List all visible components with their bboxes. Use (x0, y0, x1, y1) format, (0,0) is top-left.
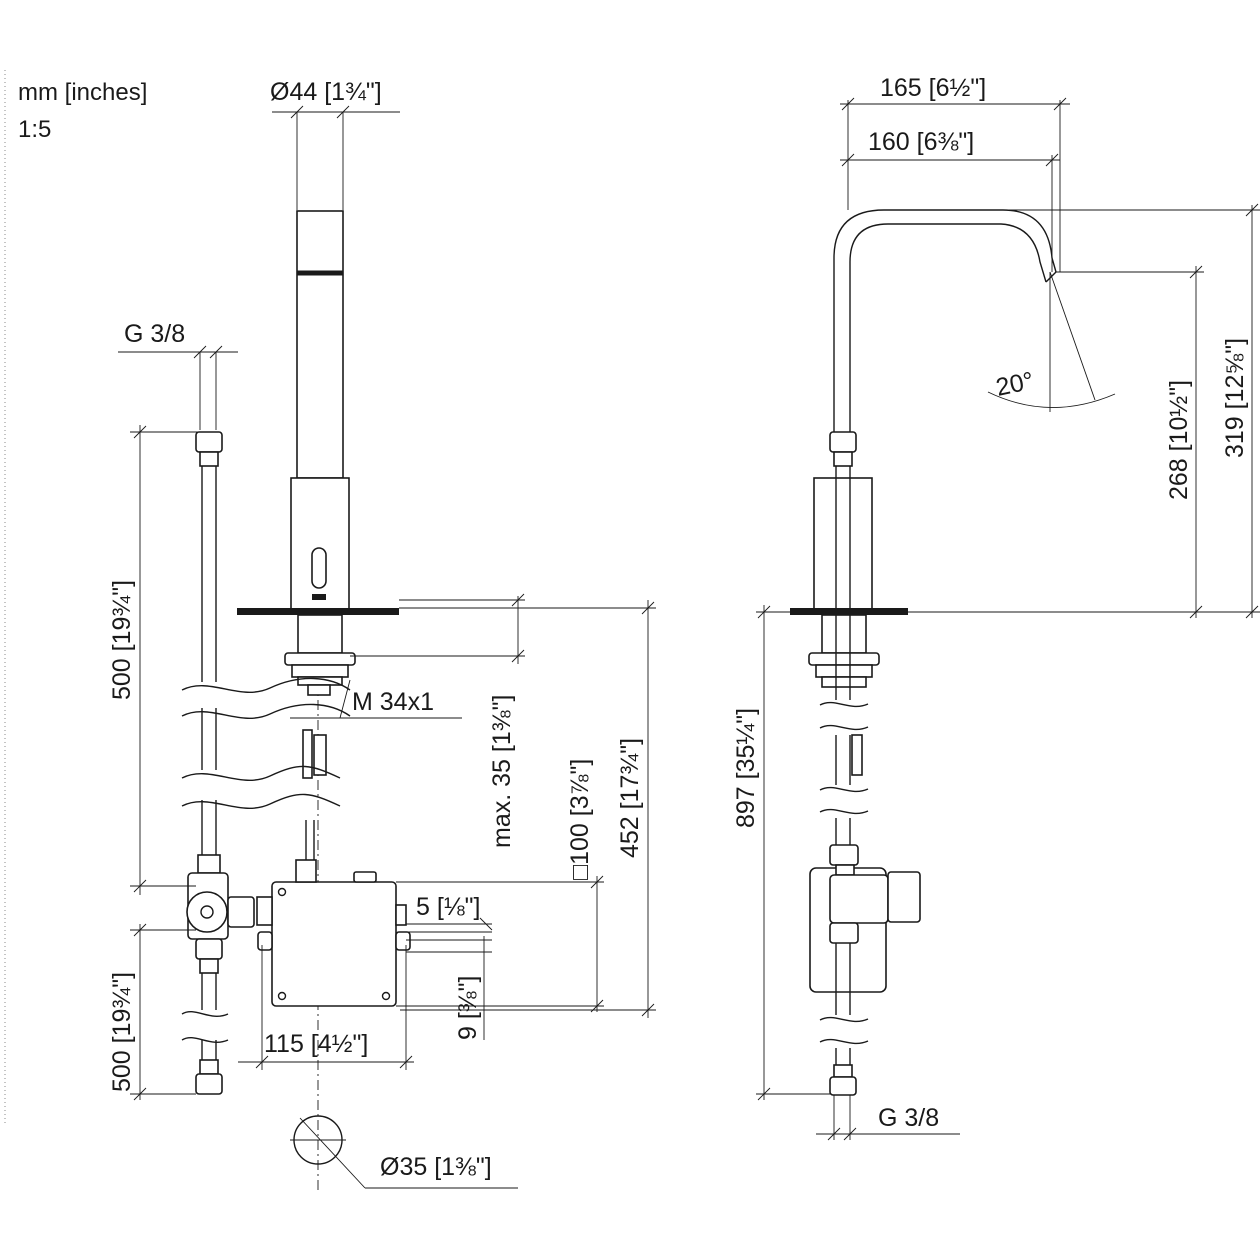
box-top-fitting (295, 859, 317, 883)
units-note: mm [inches] (18, 79, 147, 106)
dim-thread-m34: M 34x1 (352, 688, 434, 716)
hose-ferrule-top (199, 451, 219, 467)
front-view: Ø35 [1⅜"] Ø44 [1¾"] G 3/8 500 [19¾"] 500… (108, 78, 656, 1190)
tee-lower-nut (195, 938, 223, 960)
front-mount-washer (291, 664, 349, 678)
front-mount-stem (297, 614, 343, 654)
box-mount-tab-left (257, 931, 273, 951)
dim-pipe-500-lower: 500 [19¾"] (108, 972, 136, 1092)
dim-reach-160: 160 [6⅜"] (868, 128, 974, 156)
side-riser-nut (829, 431, 857, 453)
front-sensor-cable-plug (307, 684, 331, 696)
tee-side-nut (227, 896, 255, 928)
dim-9: 9 [⅜"] (454, 976, 482, 1040)
side-valve-knob (887, 871, 921, 923)
hose-nut-bottom (195, 1073, 223, 1095)
front-housing (290, 477, 350, 612)
hose-ferrule-mid (197, 854, 221, 874)
hose-nut-top (195, 431, 223, 453)
side-housing (813, 477, 873, 612)
box-top-cap (353, 871, 377, 883)
break-wave-6 (181, 1037, 229, 1043)
side-hose-nut-bottom (829, 1076, 857, 1096)
dim-square-100: □100 [3⅞"] (566, 759, 594, 880)
break-wave-4 (181, 793, 341, 809)
dim-dia-44: Ø44 [1¾"] (270, 78, 382, 106)
break-wave-1 (181, 677, 351, 693)
break-wave-2 (181, 703, 351, 719)
supply-hose (186, 431, 255, 1095)
dim-pipe-500-upper: 500 [19¾"] (108, 580, 136, 700)
dim-height-268: 268 [10½"] (1165, 380, 1193, 500)
scale-note: 1:5 (18, 116, 51, 143)
break-wave-3 (181, 765, 341, 781)
side-valve-body (829, 874, 889, 924)
side-base-plate (790, 608, 908, 615)
box-left-port (256, 896, 273, 926)
dim-angle-20: 20° (993, 367, 1036, 402)
dim-g38-left: G 3/8 (124, 320, 185, 348)
dim-5: 5 [⅛"] (416, 893, 480, 921)
front-cable-connector (313, 734, 327, 776)
spout-inner (849, 223, 1047, 432)
box-screw-bl (277, 991, 287, 1001)
hose-ferrule-bottom (199, 1059, 219, 1075)
stop-valve-icon (186, 891, 228, 933)
break-wave-5 (181, 1011, 229, 1017)
dim-height-452: 452 [17¾"] (616, 738, 644, 858)
box-mount-tab-right (395, 931, 411, 951)
front-base-plate (237, 608, 399, 615)
spout-outer (833, 209, 1057, 432)
box-right-bracket (395, 904, 407, 926)
sensor-mark (312, 594, 326, 600)
front-cable-upper (302, 729, 313, 779)
dim-g38-right: G 3/8 (878, 1104, 939, 1132)
box-screw-br (381, 991, 391, 1001)
front-mount-nut (284, 652, 356, 666)
dim-max-35: max. 35 [1⅜"] (488, 695, 516, 848)
dim-height-897: 897 [35¼"] (732, 708, 760, 828)
dim-height-319: 319 [12⅝"] (1221, 338, 1249, 458)
dim-width-115: 115 [4½"] (264, 1030, 368, 1058)
electronic-box (271, 881, 397, 1007)
box-screw-tl (277, 887, 287, 897)
dim-reach-165: 165 [6½"] (880, 74, 986, 102)
sensor-window-icon (311, 547, 327, 589)
side-view: 165 [6½"] 160 [6⅜"] 20° 319 [12⅝"] 268 [… (732, 74, 1260, 1141)
front-spout-body (296, 210, 344, 479)
dim-dia-35: Ø35 [1⅜"] (380, 1153, 492, 1181)
